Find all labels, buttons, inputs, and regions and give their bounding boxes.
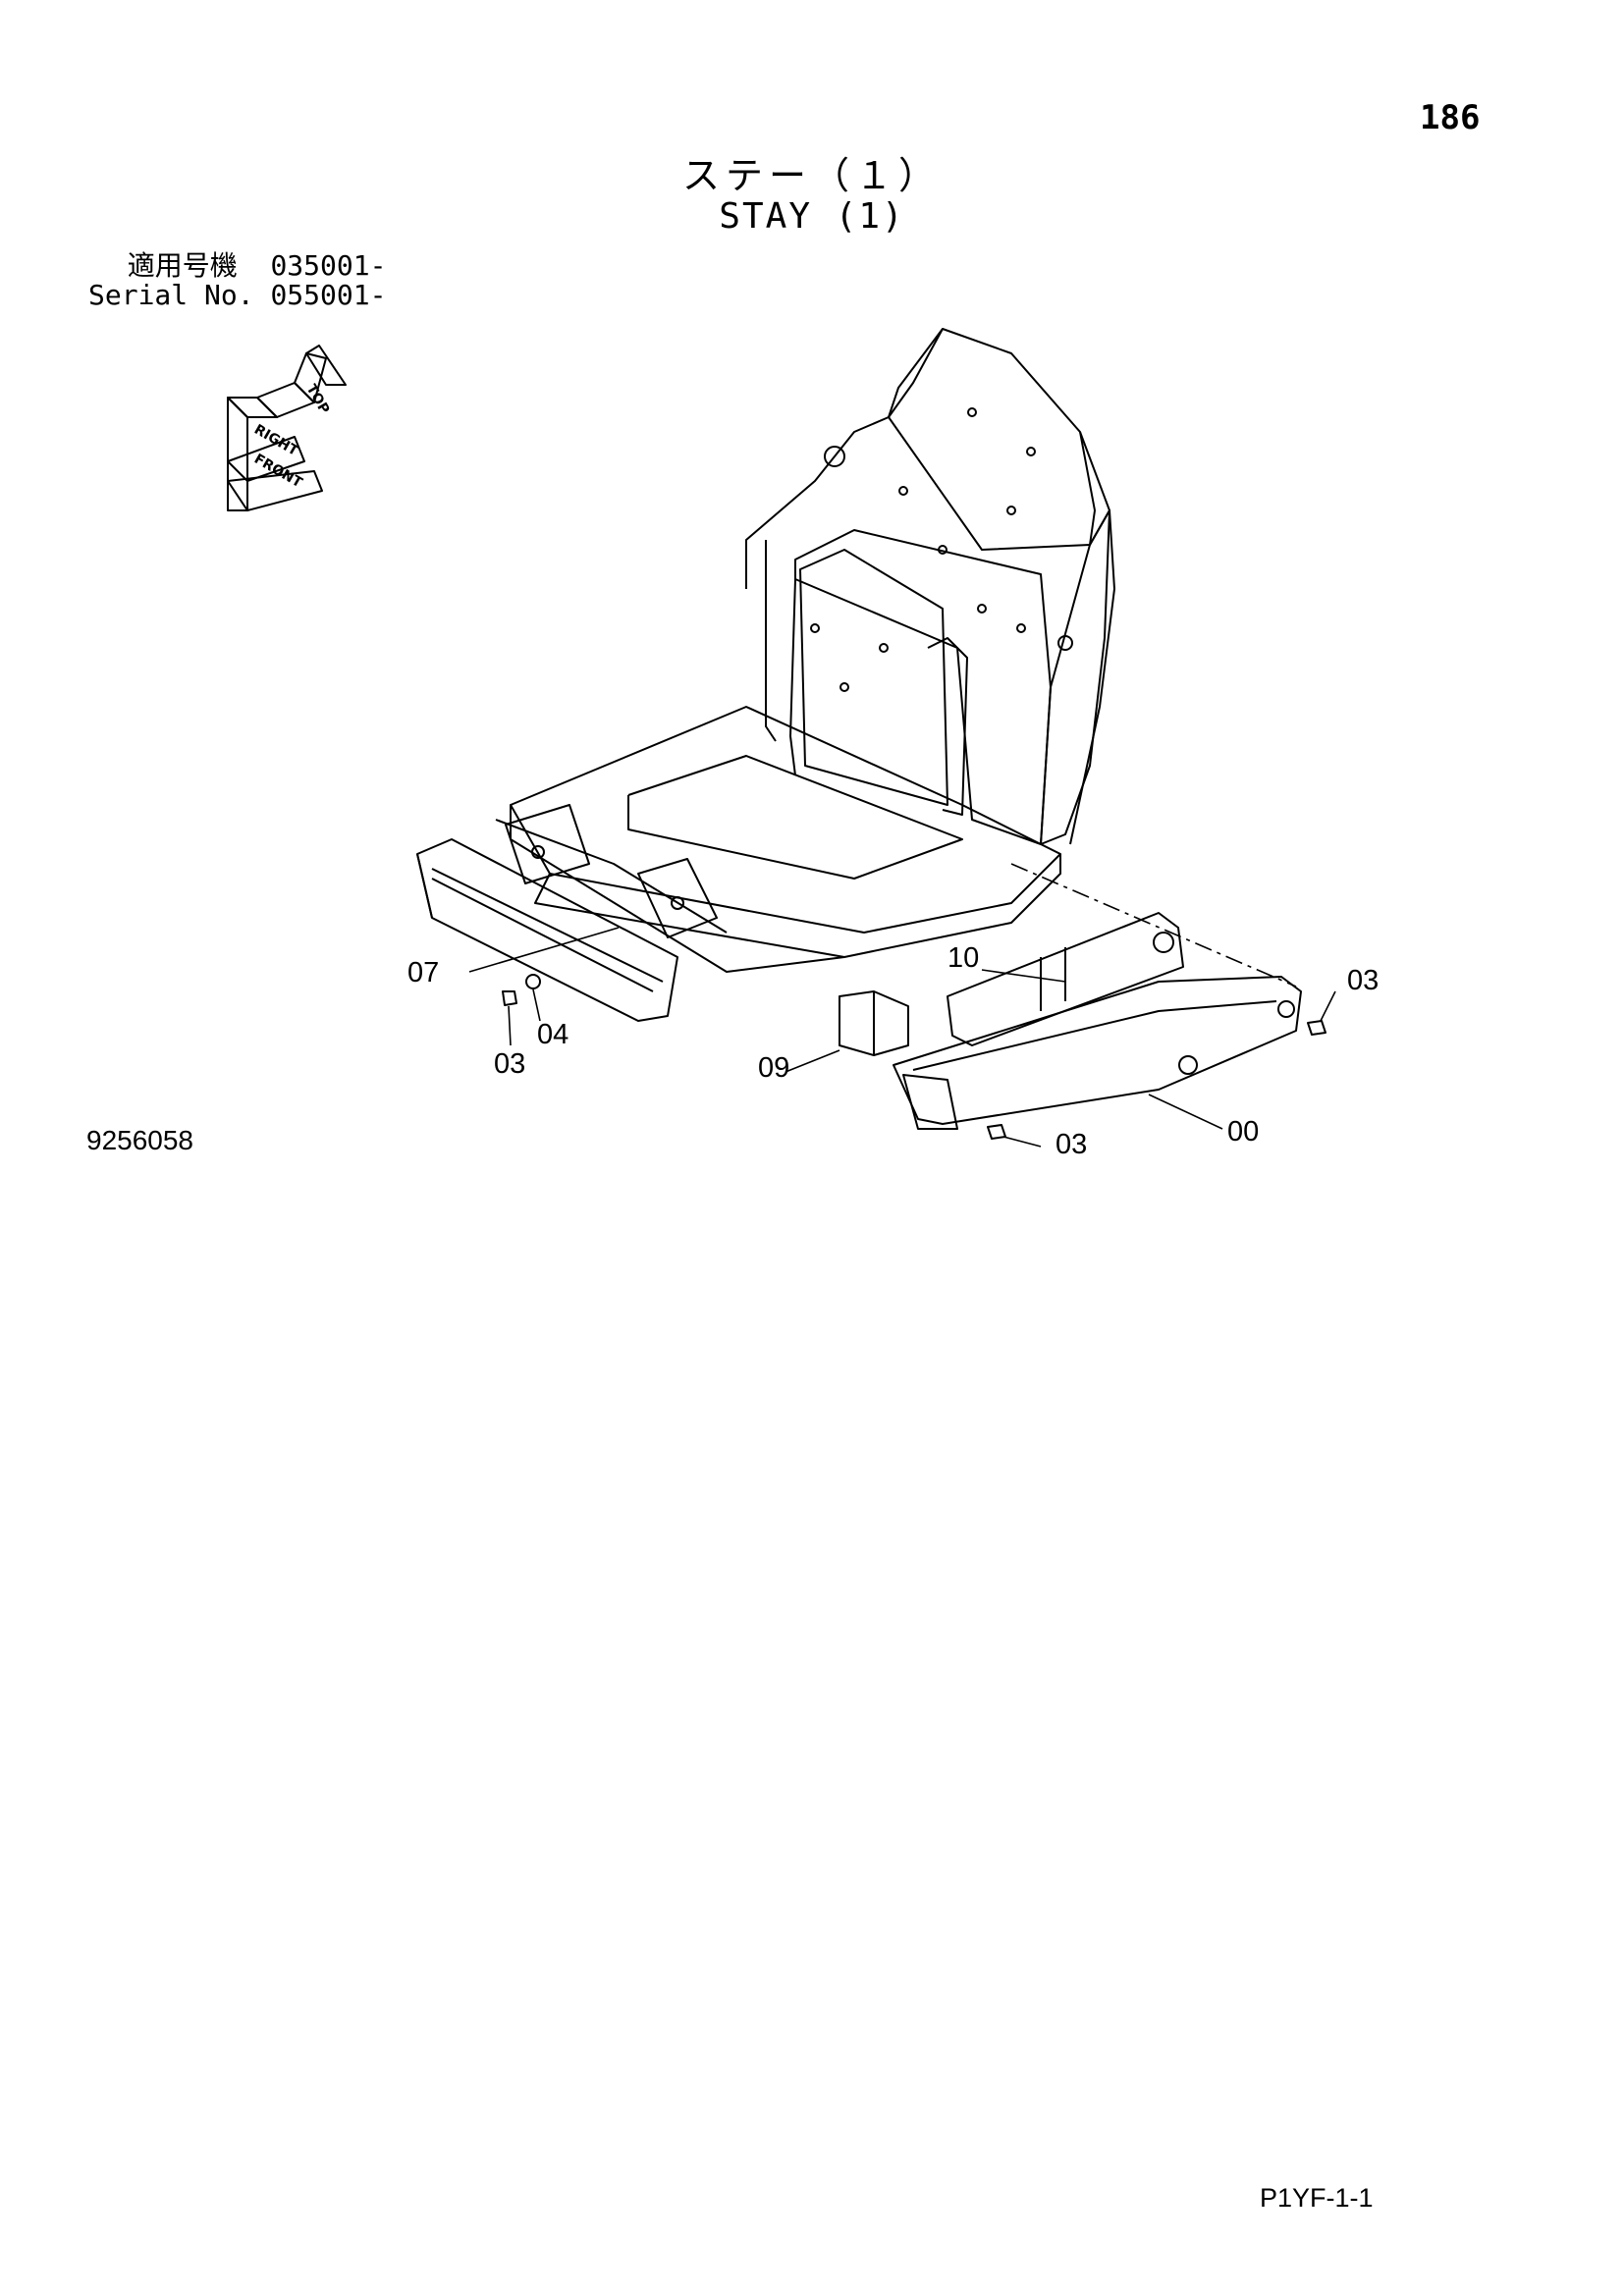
stay-frame-assembly (495, 328, 1115, 973)
serial-block: 適用号機 035001- Serial No. 055001- (88, 251, 386, 310)
callout-04: 04 (537, 1019, 568, 1050)
callout-10: 10 (947, 942, 979, 974)
page-number: 186 (1420, 98, 1481, 137)
callout-03-rear-right: 03 (1347, 965, 1379, 996)
leader-lines (468, 863, 1336, 1148)
callout-03-front: 03 (494, 1048, 525, 1080)
page-title-en: STAY (1) (719, 196, 905, 237)
callout-07: 07 (407, 957, 439, 988)
bolt-03-rear-right-icon (1307, 1020, 1326, 1036)
orientation-indicator-icon: RIGHT FRONT TOP (227, 345, 347, 511)
callout-00: 00 (1227, 1116, 1259, 1148)
sheet-code: P1YF-1-1 (1260, 2183, 1374, 2213)
part-00-rear-stay (893, 976, 1302, 1130)
bolt-03-rear-left-icon (987, 1124, 1006, 1140)
serial-value: 055001- (270, 279, 387, 311)
part-10-pad (947, 912, 1184, 1046)
orientation-label-front: FRONT (251, 452, 305, 492)
orientation-label-top: TOP (303, 382, 333, 416)
callout-03-rear-left: 03 (1056, 1129, 1087, 1160)
part-09-block (839, 990, 909, 1056)
bolt-03-front-icon (502, 990, 517, 1006)
page-title-jp: ステー（１） (681, 154, 942, 197)
applicable-value: 035001- (270, 249, 387, 282)
callout-09: 09 (758, 1052, 789, 1084)
washer-04-icon (525, 974, 541, 989)
part-07-front-cover (416, 838, 678, 1022)
serial-label: Serial No. (88, 279, 254, 311)
applicable-label: 適用号機 (127, 249, 238, 282)
drawing-number: 9256058 (86, 1125, 194, 1155)
